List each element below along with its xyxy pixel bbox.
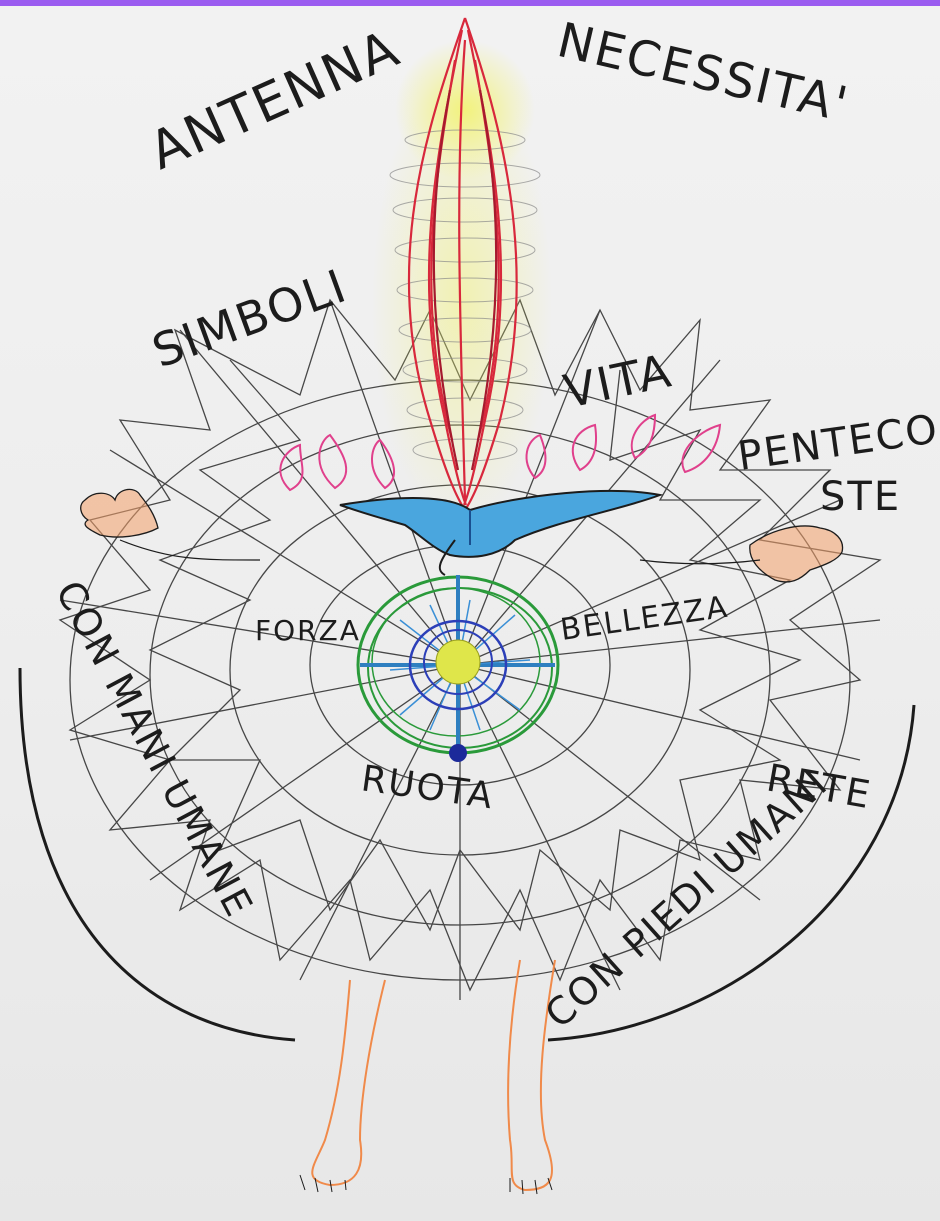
word-simboli: SIMBOLI bbox=[145, 258, 354, 378]
word-necessita: NECESSITA' bbox=[552, 12, 854, 133]
word-antenna: ANTENNA bbox=[141, 19, 409, 182]
word-ste: STE bbox=[820, 474, 901, 520]
word-ruota: RUOTA bbox=[359, 758, 497, 817]
word-vita: VITA bbox=[559, 343, 677, 418]
word-con-piedi-umani: CON PIEDI UMANI bbox=[537, 761, 837, 1037]
word-forza: FORZA bbox=[255, 614, 361, 647]
word-con-mani-umane: CON MANI UMANE bbox=[47, 574, 262, 925]
word-bellezza: BELLEZZA bbox=[558, 590, 731, 648]
word-penteco: PENTECO bbox=[735, 406, 940, 480]
